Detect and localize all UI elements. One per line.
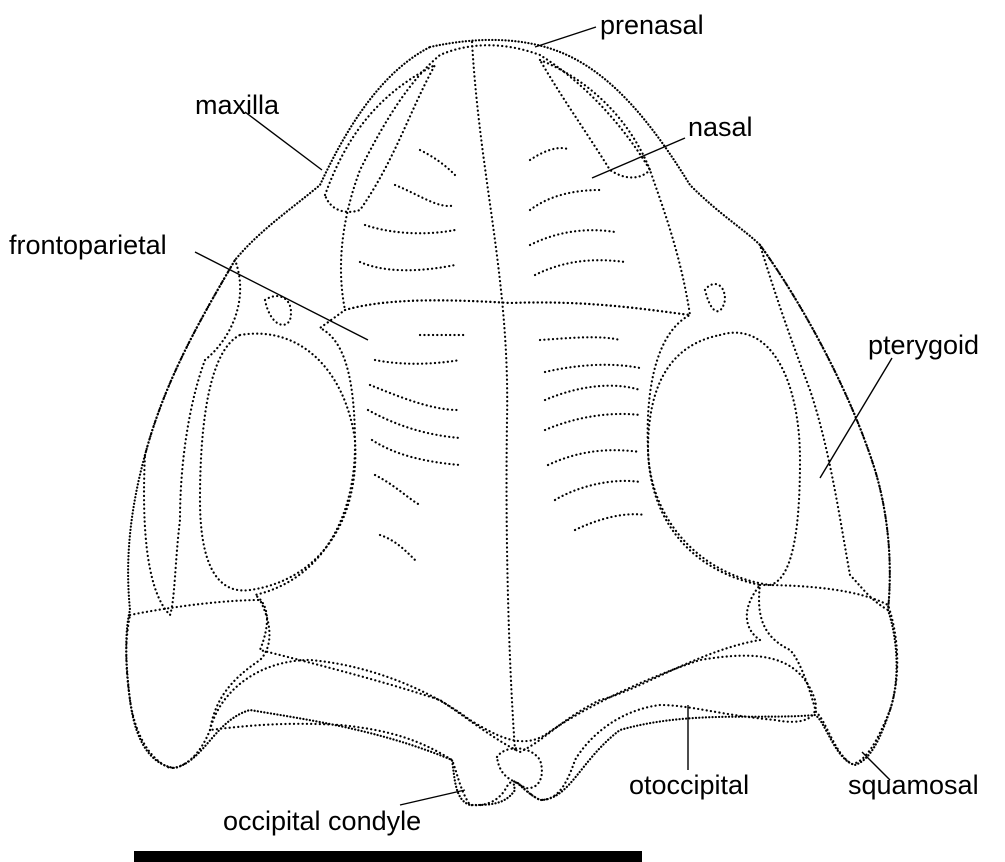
right-ridges	[530, 148, 645, 530]
left-orbit-process	[265, 296, 291, 325]
label-squamosal: squamosal	[848, 772, 979, 799]
label-otoccipital: otoccipital	[629, 772, 749, 799]
label-nasal: nasal	[688, 114, 753, 141]
label-maxilla: maxilla	[195, 92, 279, 119]
right-orbit-process	[705, 284, 725, 311]
label-pterygoid: pterygoid	[868, 332, 979, 359]
right-orbit	[648, 333, 800, 585]
left-nasal-strip	[325, 65, 435, 212]
leader-lines	[195, 27, 892, 805]
label-frontoparietal: frontoparietal	[9, 232, 167, 259]
occipital-condyle	[497, 748, 542, 788]
midline-suture	[472, 42, 515, 750]
right-otic-capsule	[759, 585, 897, 764]
label-occipital-condyle: occipital condyle	[223, 808, 421, 835]
label-prenasal: prenasal	[600, 12, 704, 39]
left-pterygoid	[144, 260, 240, 615]
left-orbit	[200, 334, 355, 591]
nasal-region	[341, 45, 690, 315]
right-pterygoid	[760, 245, 890, 610]
scale-bar	[134, 851, 642, 862]
left-ridges	[360, 150, 465, 560]
left-otic-capsule	[126, 600, 269, 768]
